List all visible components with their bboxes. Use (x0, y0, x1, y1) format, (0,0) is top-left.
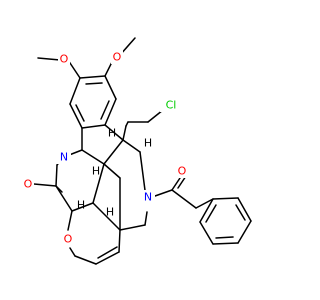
stereo-hydrogen-3: H (92, 165, 100, 178)
stereo-hydrogen-5: H (106, 206, 114, 219)
atom-text: O (24, 178, 33, 191)
atom-label-amide-n: N (141, 190, 155, 204)
atom-label-carbonyl-o-right: O (176, 164, 188, 178)
atom-text: H (92, 165, 100, 178)
stereo-hydrogen-4: H (77, 199, 85, 212)
atom-text: H (108, 127, 116, 140)
chloroethyl-chain (122, 109, 164, 141)
atom-label-ether-o: O (62, 232, 74, 246)
phenylacetyl-group (154, 175, 214, 209)
indoline-ring (63, 124, 124, 165)
atom-text: O (64, 233, 73, 246)
stereo-hydrogen-1: H (108, 127, 116, 140)
atom-text: Cl (166, 99, 177, 112)
atom-label-indoline-n: N (57, 150, 71, 164)
atom-label-carbonyl-o-left: O (22, 177, 34, 191)
molecule-structure: O O Cl O N N O O H H H H H (22, 37, 252, 265)
benzene-ring-dimethoxy (69, 75, 117, 129)
phenyl-ring (199, 197, 252, 245)
atom-text: H (144, 137, 152, 150)
atom-label-chlorine: Cl (160, 98, 180, 112)
atom-text: H (77, 199, 85, 212)
atom-label-methoxy-o-left: O (58, 52, 70, 66)
atom-text: O (60, 53, 69, 66)
atom-label-methoxy-o-right: O (111, 50, 123, 64)
bridged-ring (103, 139, 148, 231)
lactam-carbonyl (33, 183, 57, 187)
atom-text: O (178, 165, 187, 178)
atom-text: H (106, 206, 114, 219)
atom-text: N (144, 191, 152, 204)
oxepine-ring (67, 202, 121, 265)
atom-text: N (60, 151, 68, 164)
atom-text: O (113, 51, 122, 64)
stereo-hydrogen-2: H (144, 137, 152, 150)
